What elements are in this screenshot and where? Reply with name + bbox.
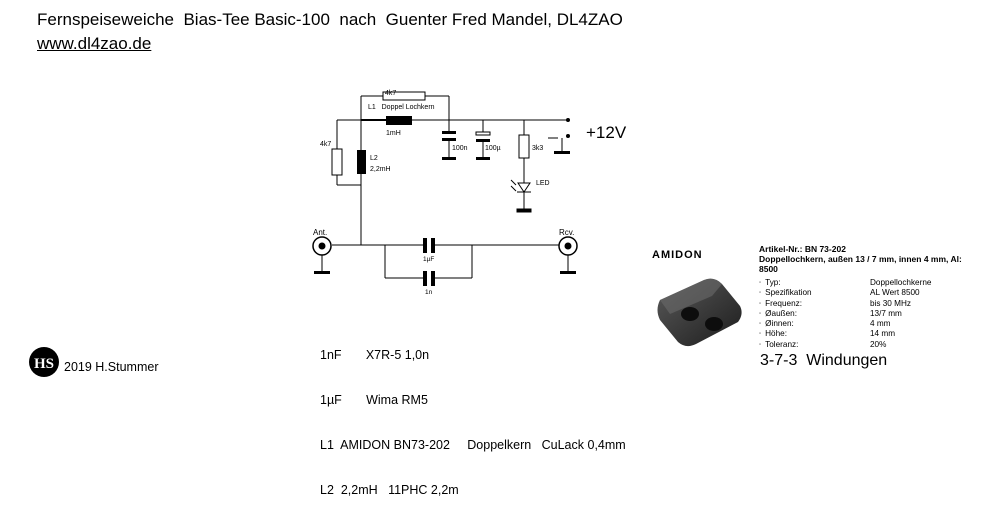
svg-text:HS: HS (34, 356, 54, 372)
label-r-top: 4k7 (385, 90, 396, 97)
label-rcv: Rcv. (559, 228, 574, 237)
resistor-top (382, 91, 426, 101)
spec-row: Toleranz:20% (759, 340, 931, 350)
article-header: Artikel-Nr.: BN 73-202 Doppellochkern, a… (759, 244, 964, 274)
spec-row: Frequenz:bis 30 MHz (759, 299, 931, 309)
copyright-text: 2019 H.Stummer (64, 360, 159, 374)
label-ant: Ant. (313, 228, 327, 237)
spec-row: Øinnen:4 mm (759, 319, 931, 329)
hs-logo-icon: HS (29, 347, 59, 377)
parts-line: 1µF Wima RM5 (320, 393, 428, 407)
label-c-100u: 100µ (485, 145, 501, 152)
schematic-diagram: 4k7 L1 Doppel Lochkern 1mH 4k7 L2 2,2mH … (312, 90, 627, 296)
label-l2-value: 2,2mH (370, 166, 391, 173)
spec-row: Øaußen:13/7 mm (759, 309, 931, 319)
windings-label: 3-7-3 Windungen (760, 352, 888, 369)
label-c-100n: 100n (452, 145, 468, 152)
label-r-led: 3k3 (532, 145, 543, 152)
capacitor-1uf (423, 238, 435, 253)
label-c-1n: 1n (425, 289, 433, 296)
page-title: Fernspeiseweiche Bias-Tee Basic-100 nach… (37, 10, 623, 29)
parts-line: L2 2,2mH 11PHC 2,2m (320, 483, 459, 497)
receiver-connector (558, 236, 578, 274)
label-led: LED (536, 180, 550, 187)
led-symbol (510, 179, 532, 213)
resistor-led (518, 134, 530, 159)
label-voltage: +12V (586, 123, 627, 142)
capacitor-100u (475, 131, 491, 160)
inductor-l2 (357, 150, 366, 174)
parts-list: 1nF X7R-5 1,0n 1µF Wima RM5 L1 AMIDON BN… (320, 318, 626, 513)
label-c-1uf: 1µF (423, 256, 434, 263)
capacitor-1n (423, 271, 435, 286)
spec-row: Typ:Doppellochkerne (759, 278, 931, 288)
label-l1-desc: L1 Doppel Lochkern (368, 104, 435, 111)
inductor-l1 (386, 116, 412, 125)
article-description: Doppellochkern, außen 13 / 7 mm, innen 4… (759, 254, 962, 274)
capacitor-100n (442, 131, 456, 160)
antenna-connector (312, 236, 332, 274)
spec-row: Höhe:14 mm (759, 329, 931, 339)
article-number: Artikel-Nr.: BN 73-202 (759, 244, 846, 254)
label-r-left: 4k7 (320, 141, 331, 148)
website-link[interactable]: www.dl4zao.de (37, 34, 152, 53)
brand-logo: AMIDON (652, 249, 703, 261)
parts-line: 1nF X7R-5 1,0n (320, 348, 430, 362)
resistor-left (331, 148, 343, 176)
ferrite-core-image (657, 278, 742, 347)
label-l2-name: L2 (370, 155, 378, 162)
parts-line: L1 AMIDON BN73-202 Doppelkern CuLack 0,4… (320, 438, 626, 452)
label-l1-value: 1mH (386, 130, 401, 137)
